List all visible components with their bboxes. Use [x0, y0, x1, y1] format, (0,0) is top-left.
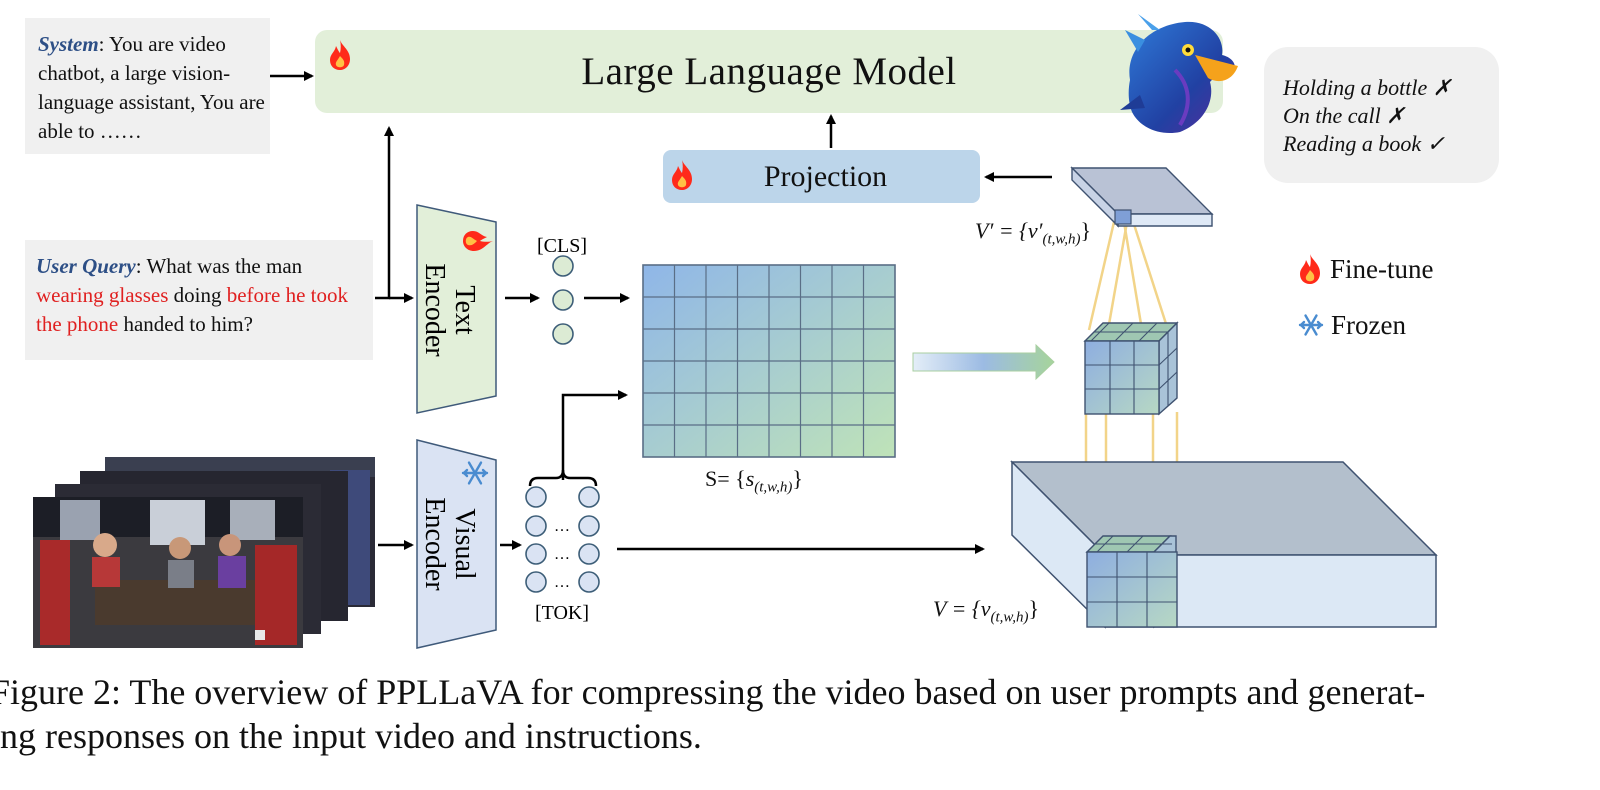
legend: Fine-tune Frozen: [1298, 252, 1498, 342]
query-part: handed to him?: [118, 312, 253, 336]
check-mark: ✓: [1426, 131, 1446, 156]
visual-token: [578, 543, 600, 565]
token-ellipsis: …: [554, 574, 570, 591]
visual-encoder-label-1: Visual: [449, 508, 480, 580]
answer-text: Holding a bottle: [1283, 75, 1428, 100]
pooled-feature-label: V′ = {v′(t,w,h)}: [975, 218, 1091, 248]
user-query-box: [25, 240, 373, 360]
math-suffix: }: [1028, 596, 1040, 621]
legend-label: Frozen: [1331, 309, 1406, 340]
math-var: s: [745, 466, 755, 491]
query-highlight: before he took the phone: [36, 283, 349, 336]
flame-icon: [1300, 254, 1320, 284]
flame-icon: [672, 160, 692, 190]
math-sub: (t,w,h): [1042, 231, 1081, 248]
visual-tokens: … … …: [525, 486, 600, 593]
answer-text: On the call: [1283, 103, 1381, 128]
similarity-grid: [642, 264, 896, 458]
answer-item: On the call ✗: [1283, 103, 1493, 129]
llm-label: Large Language Model: [581, 50, 957, 93]
snowflake-icon: [461, 461, 489, 485]
pooled-feature-slab: [1070, 166, 1214, 228]
math-suffix: }: [1080, 218, 1092, 243]
text-encoder-block: [416, 204, 497, 414]
system-prompt-box: [25, 18, 270, 154]
projection-block: Projection: [663, 150, 980, 203]
cross-mark: ✗: [1432, 75, 1452, 100]
cls-token: [552, 255, 574, 277]
figure-caption: Figure 2: The overview of PPLLaVA for co…: [0, 670, 1600, 758]
math-sub: (t,w,h): [990, 609, 1029, 626]
math-var: v′: [1027, 218, 1043, 243]
visual-token: [578, 515, 600, 537]
visual-token: [578, 571, 600, 593]
arrow-tokens-to-similarity: [561, 390, 628, 480]
query-highlight: wearing glasses: [36, 283, 169, 307]
local-cube: [1085, 535, 1178, 629]
projection-label: Projection: [763, 159, 888, 193]
answer-item: Holding a bottle ✗: [1283, 75, 1493, 101]
legend-label: Fine-tune: [1330, 253, 1434, 284]
visual-encoder-block: [416, 439, 497, 649]
visual-token: [525, 486, 547, 508]
system-prompt-text: System: You are video chatbot, a large v…: [38, 30, 270, 146]
snowflake-icon: [1298, 314, 1324, 336]
system-label: System: [38, 32, 99, 56]
eagle-mascot-icon: [1120, 14, 1238, 134]
flame-icon: [330, 40, 350, 70]
answer-text: Reading a book: [1283, 131, 1422, 156]
cls-label: [CLS]: [537, 235, 587, 257]
arrow-query-to-llm: [375, 126, 394, 300]
video-feature-volume: [1010, 460, 1438, 629]
math-prefix: V′ = {: [975, 218, 1028, 243]
similarity-label: S= {s(t,w,h)}: [705, 466, 803, 496]
math-var: v: [980, 596, 991, 621]
brace: [528, 469, 598, 487]
math-sub: (t,w,h): [754, 479, 793, 496]
llm-block: Large Language Model: [315, 30, 1223, 113]
text-encoder-label-1: Text: [449, 285, 480, 335]
cls-token: [552, 289, 574, 311]
query-part: : What was the man: [135, 254, 303, 278]
cls-token: [552, 323, 574, 345]
flame-icon: [463, 231, 493, 251]
caption-line: Figure 2: The overview of PPLLaVA for co…: [0, 672, 1426, 712]
math-prefix: S= {: [705, 466, 746, 491]
system-text: : You are video chatbot, a large vision-…: [38, 32, 265, 143]
visual-token: [525, 515, 547, 537]
video-feature-label: V = {v(t,w,h)}: [933, 596, 1039, 626]
visual-token: [578, 486, 600, 508]
query-part: doing: [168, 283, 227, 307]
caption-line: ing responses on the input video and ins…: [0, 716, 702, 756]
math-suffix: }: [792, 466, 803, 491]
visual-token: [525, 571, 547, 593]
text-encoder-label-2: Encoder: [419, 263, 450, 357]
user-query-label: User Query: [36, 254, 136, 278]
legend-item-frozen: Frozen: [1298, 308, 1498, 342]
user-query-text: User Query: What was the man wearing gla…: [36, 252, 366, 339]
token-ellipsis: …: [554, 546, 570, 563]
visual-encoder-label-2: Encoder: [419, 497, 450, 591]
token-ellipsis: …: [554, 518, 570, 535]
legend-item-finetune: Fine-tune: [1298, 252, 1498, 286]
visual-token: [525, 543, 547, 565]
math-prefix: V = {: [933, 596, 981, 621]
answer-item: Reading a book ✓: [1283, 131, 1493, 157]
big-gradient-arrow: [912, 343, 1055, 381]
video-frames: [33, 457, 375, 648]
pooled-cube: [1083, 321, 1179, 416]
answer-bubble: [1264, 47, 1499, 183]
cross-mark: ✗: [1386, 103, 1405, 128]
tok-label: [TOK]: [535, 602, 589, 624]
